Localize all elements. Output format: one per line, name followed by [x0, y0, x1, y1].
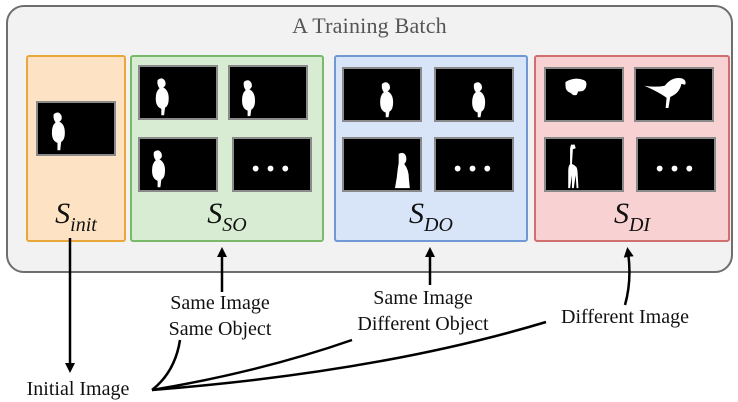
caption-same-image-different-object: Same Image Different Object: [357, 287, 489, 335]
group-s-init: Sinit: [26, 55, 126, 242]
group-s-do: ••• SDO: [334, 55, 528, 242]
label-s-di: SDI: [613, 197, 651, 237]
thumb-di-bird: [634, 67, 714, 122]
thumb-so-person-3: [138, 137, 218, 192]
thumb-so-person-1: [138, 65, 218, 120]
thumb-do-person-1: [342, 67, 422, 122]
group-s-so: ••• SSO: [130, 55, 324, 242]
thumb-so-person-2: [228, 65, 308, 120]
thumb-so-more: •••: [232, 137, 312, 192]
caption-initial-image: Initial Image: [26, 378, 130, 400]
thumb-do-person-2: [434, 67, 514, 122]
curve-initial-to-so: [151, 339, 182, 391]
curve-initial-to-do: [151, 338, 353, 392]
batch-title: A Training Batch: [292, 13, 447, 38]
caption-different-image: Different Image: [561, 306, 689, 328]
label-s-do: SDO: [409, 197, 453, 237]
thumb-di-cat: [544, 67, 624, 122]
group-s-di: ••• SDI: [534, 55, 730, 242]
thumb-do-different-object: [342, 137, 422, 192]
thumb-di-more: •••: [636, 137, 716, 192]
label-s-so: SSO: [207, 197, 247, 237]
thumb-init-person: [36, 101, 116, 156]
thumb-do-more: •••: [434, 137, 514, 192]
label-s-init: Sinit: [55, 197, 97, 237]
thumb-di-giraffe: [544, 137, 624, 192]
training-batch-container: A Training Batch Sinit ••• SSO: [6, 5, 733, 273]
caption-same-image-same-object: Same Image Same Object: [168, 292, 272, 340]
